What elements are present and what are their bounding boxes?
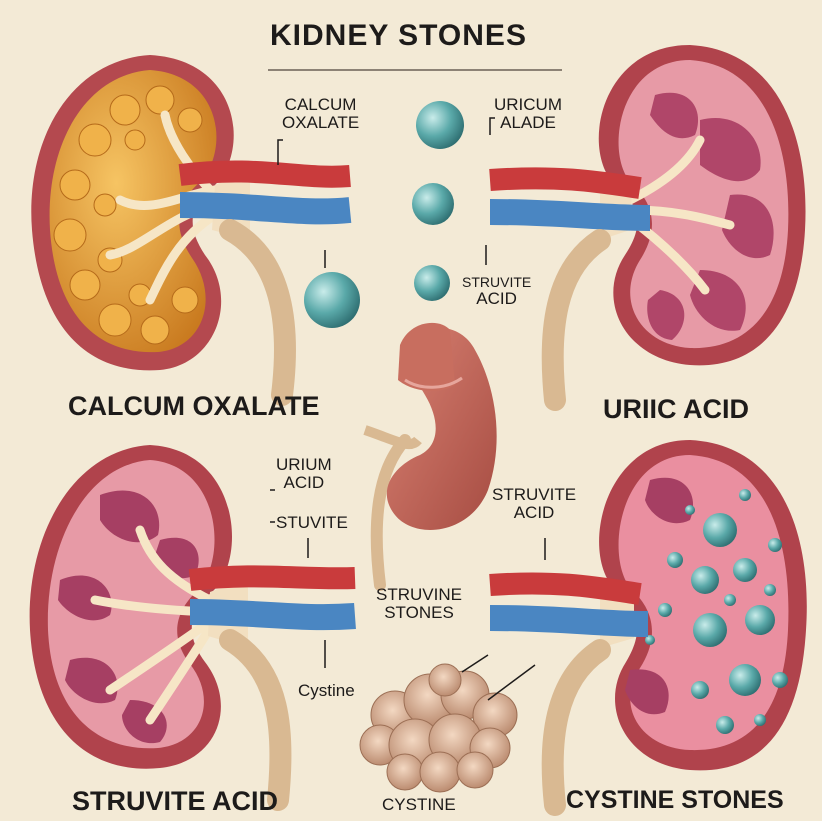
vein-top-left	[179, 192, 352, 225]
vein-bottom-left	[189, 599, 356, 631]
vein-top-right	[489, 199, 651, 231]
ureter-top-left	[219, 219, 296, 406]
label-struvite-acid-top: STRUVITE ACID	[462, 274, 532, 308]
page-title: KIDNEY STONES	[270, 19, 527, 52]
label-stuvite: STUVITE	[276, 513, 348, 532]
bladder	[363, 322, 497, 591]
artery-bottom-right	[489, 572, 642, 605]
stone-2	[412, 183, 454, 225]
vein-bottom-right	[489, 605, 649, 637]
stone-4	[304, 272, 360, 328]
label-uric-acid: URIIC ACID	[603, 394, 749, 424]
stone-3	[414, 265, 450, 301]
artery-top-right	[489, 167, 642, 199]
leader-lines-top	[277, 117, 495, 268]
label-uric-alade: URICUM ALADE	[494, 95, 562, 132]
label-cystine-bottom: CYSTINE	[382, 795, 456, 814]
label-struvine-stones: STRUVINE STONES	[376, 585, 462, 622]
kidney-top-left	[31, 55, 250, 371]
kidney-bottom-left	[29, 445, 248, 769]
stone-1	[416, 101, 464, 149]
label-calcium-oxalate-small: CALCUM OXALATE	[282, 95, 360, 132]
ureter-bottom-left	[219, 629, 292, 811]
cystine-stones-cluster	[645, 489, 788, 734]
leader-lines-bottom	[270, 489, 546, 701]
artery-bottom-left	[188, 565, 356, 591]
label-struvite-acid: STRUVITE ACID	[72, 786, 279, 816]
kidney-bottom-right	[599, 440, 807, 771]
ureter-bottom-right	[541, 639, 611, 816]
label-calcium-oxalate: CALCUM OXALATE	[68, 391, 320, 421]
kidney-top-right	[598, 45, 806, 366]
cystine-stone-lump	[359, 663, 518, 793]
ureter-top-right	[541, 229, 611, 411]
artery-top-left	[178, 160, 351, 188]
label-cystine-small: Cystine	[298, 681, 355, 700]
label-urium-acid: URIUM ACID	[276, 455, 332, 492]
label-struvite-acid-mid: STRUVITE ACID	[492, 485, 577, 522]
label-cystine-stones: CYSTINE STONES	[566, 786, 784, 814]
